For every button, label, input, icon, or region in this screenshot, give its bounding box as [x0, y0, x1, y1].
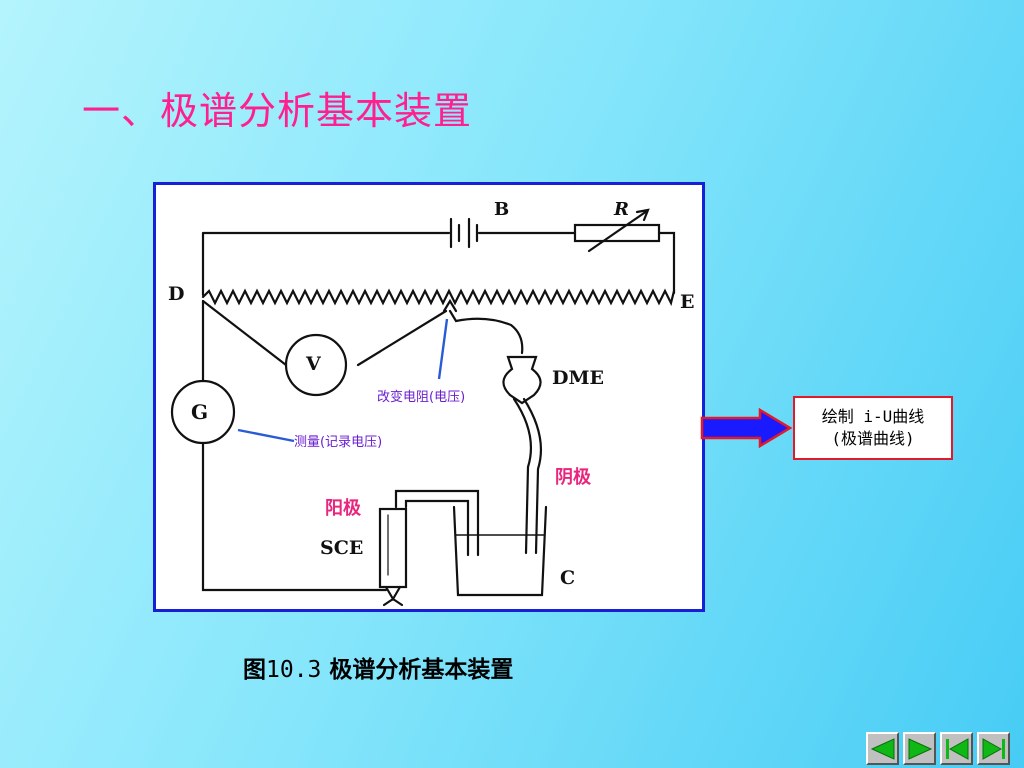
figure-caption: 图10.3 极谱分析基本装置	[243, 650, 513, 684]
label-dme: DME	[552, 367, 604, 389]
label-e: E	[680, 291, 695, 313]
annotation-line-measure	[237, 428, 295, 443]
label-sce: SCE	[320, 537, 364, 559]
result-line-1: 绘制 i-U曲线	[821, 407, 925, 426]
prev-arrow-icon	[870, 737, 894, 760]
wire-galvanometer	[201, 299, 388, 592]
caption-prefix: 图	[243, 657, 266, 683]
dme-tube	[512, 397, 542, 555]
annotation-anode: 阳极	[325, 498, 361, 519]
slidewire	[201, 288, 676, 307]
voltmeter-circle	[284, 333, 348, 397]
first-slide-icon	[945, 737, 968, 760]
last-slide-icon	[982, 737, 1005, 760]
result-box: 绘制 i-U曲线 (极谱曲线)	[793, 396, 953, 460]
last-slide-button[interactable]	[977, 732, 1010, 765]
circuit-diagram	[170, 208, 676, 607]
prev-slide-button[interactable]	[866, 732, 899, 765]
caption-number: 10.3	[266, 657, 322, 683]
sce-tip	[382, 585, 404, 607]
annotation-change-resistance: 改变电阻(电压)	[377, 390, 466, 405]
annotation-measure: 测量(记录电压)	[294, 435, 383, 450]
wire-voltmeter	[201, 299, 448, 367]
diagram-frame: B R D E V G DME SCE C 改变电阻(电压) 测量(记录电压) …	[153, 182, 705, 612]
wire-resistor-right	[657, 231, 676, 295]
label-voltmeter: V	[306, 353, 321, 375]
wire-contact-dme	[448, 309, 524, 355]
first-slide-button[interactable]	[940, 732, 973, 765]
annotation-line-change	[437, 318, 449, 380]
next-arrow-icon	[908, 737, 932, 760]
label-d: D	[168, 283, 185, 305]
caption-text: 极谱分析基本装置	[329, 657, 514, 683]
galvanometer-circle	[170, 379, 236, 445]
annotation-cathode: 阴极	[555, 467, 591, 488]
sliding-contact	[442, 298, 458, 313]
dme-reservoir	[502, 355, 542, 405]
wire-top-left	[201, 231, 451, 297]
label-resistor: R	[614, 199, 629, 220]
salt-bridge	[394, 489, 480, 557]
slide-navigation	[866, 732, 1010, 765]
sce-body	[378, 507, 408, 589]
result-line-2: (极谱曲线)	[831, 429, 915, 448]
label-galvanometer: G	[191, 400, 209, 424]
slide-title: 一、极谱分析基本装置	[82, 89, 473, 133]
right-arrow-icon	[700, 408, 793, 448]
label-cell: C	[560, 567, 576, 589]
resistor-arrow	[587, 208, 650, 253]
label-battery: B	[494, 199, 510, 220]
electrolytic-cell	[452, 505, 548, 597]
next-slide-button[interactable]	[903, 732, 936, 765]
